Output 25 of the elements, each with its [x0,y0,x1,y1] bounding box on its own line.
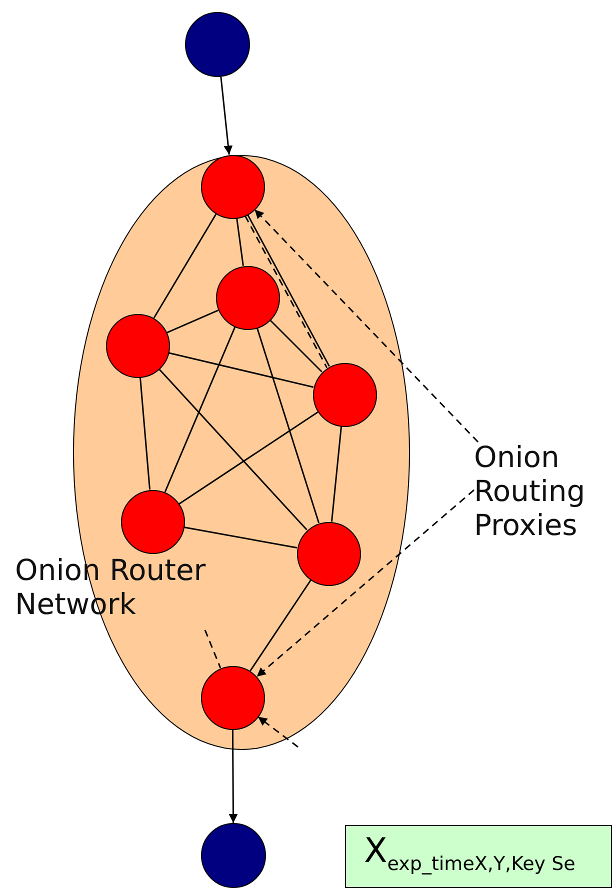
connector-line [250,580,312,672]
node-circle [216,266,280,330]
connector-line [256,328,320,524]
connector-line [164,326,236,492]
dashed-arrow [256,489,474,678]
connector-line [139,377,151,490]
arrow [228,730,238,823]
dashed-arrow [258,716,298,748]
node-circle [296,522,360,586]
formula-box: X$_{exp_timeX,Y,Key Se}$ [345,825,612,888]
node-circle [200,154,264,218]
connector-line [270,320,322,372]
connector-line [158,368,308,530]
connector-line [168,352,314,388]
arrow [220,76,233,155]
connector-line [166,310,218,334]
connector-line [330,426,342,522]
connector-line [178,412,318,504]
connector-line [236,218,244,266]
connector-line [153,214,217,318]
connector-line [184,526,298,549]
dashed-line [204,630,222,668]
dashed-arrow [254,209,479,443]
node-circle [106,314,170,378]
node-label: Onion Routing Proxies [474,440,612,590]
